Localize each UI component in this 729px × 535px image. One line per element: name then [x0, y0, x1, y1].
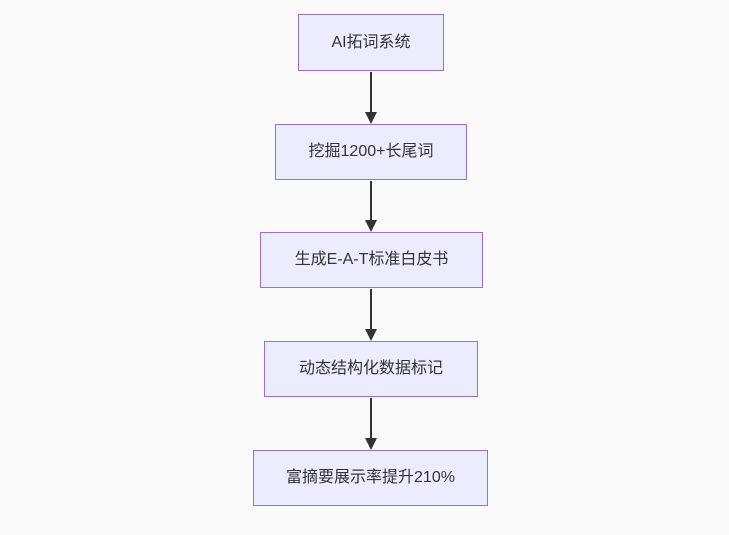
flow-node-longtail-mining: 挖掘1200+长尾词: [275, 124, 467, 180]
flow-node-ai-word-expansion: AI拓词系统: [298, 14, 444, 71]
flow-node-label: 生成E-A-T标准白皮书: [294, 251, 449, 269]
flow-node-label: 挖掘1200+长尾词: [308, 143, 434, 161]
flow-node-rich-snippet-result: 富摘要展示率提升210%: [253, 450, 488, 506]
flow-node-eat-whitepaper: 生成E-A-T标准白皮书: [260, 232, 483, 288]
flow-node-label: 富摘要展示率提升210%: [286, 469, 455, 487]
flow-node-label: AI拓词系统: [331, 33, 411, 51]
flow-node-structured-data-markup: 动态结构化数据标记: [264, 341, 478, 397]
flow-node-label: 动态结构化数据标记: [298, 360, 443, 378]
